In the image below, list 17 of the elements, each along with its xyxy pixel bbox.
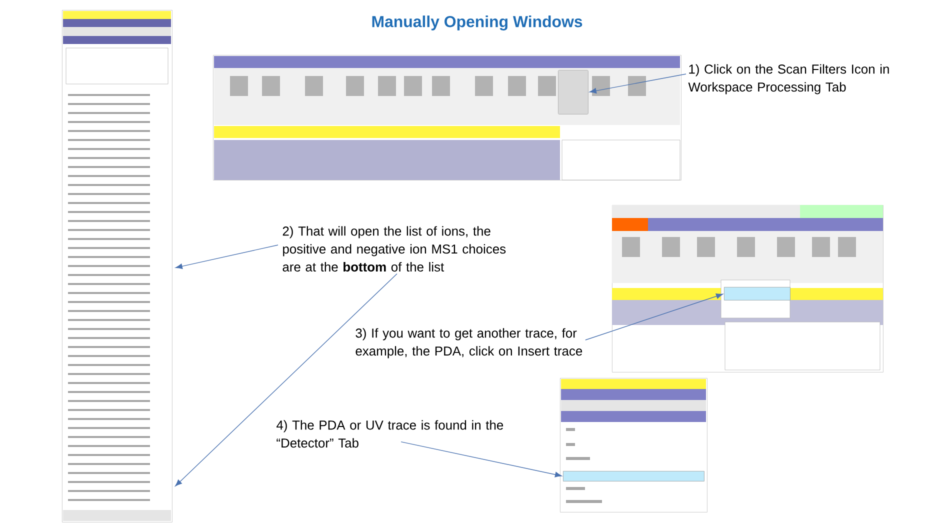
arrow [589,74,686,94]
arrow [585,294,723,340]
screenshot [560,378,708,512]
arrow [175,273,398,486]
screenshot [62,10,172,522]
highlighted-row [724,287,790,300]
screenshot [612,205,884,372]
screenshot [213,55,682,180]
toolbar-button [558,70,588,114]
instruction-text: 4) The PDA or UV trace is found in the “Detector” Tab [276,420,504,448]
arrow [175,244,278,270]
instruction-text: 2) That will open the list of ions, the positive and negative ion MS1 choices are at the bottom of the list [282,226,506,272]
highlighted-row [563,471,704,482]
instruction-text: 3) If you want to get another trace, for example, the PDA, click on Insert trace [356,328,582,358]
title: Manually Opening Windows [372,16,582,30]
instruction-text: 1) Click on the Scan Filters Icon in Workspace Processing Tab [688,64,889,94]
arrow [400,441,562,478]
